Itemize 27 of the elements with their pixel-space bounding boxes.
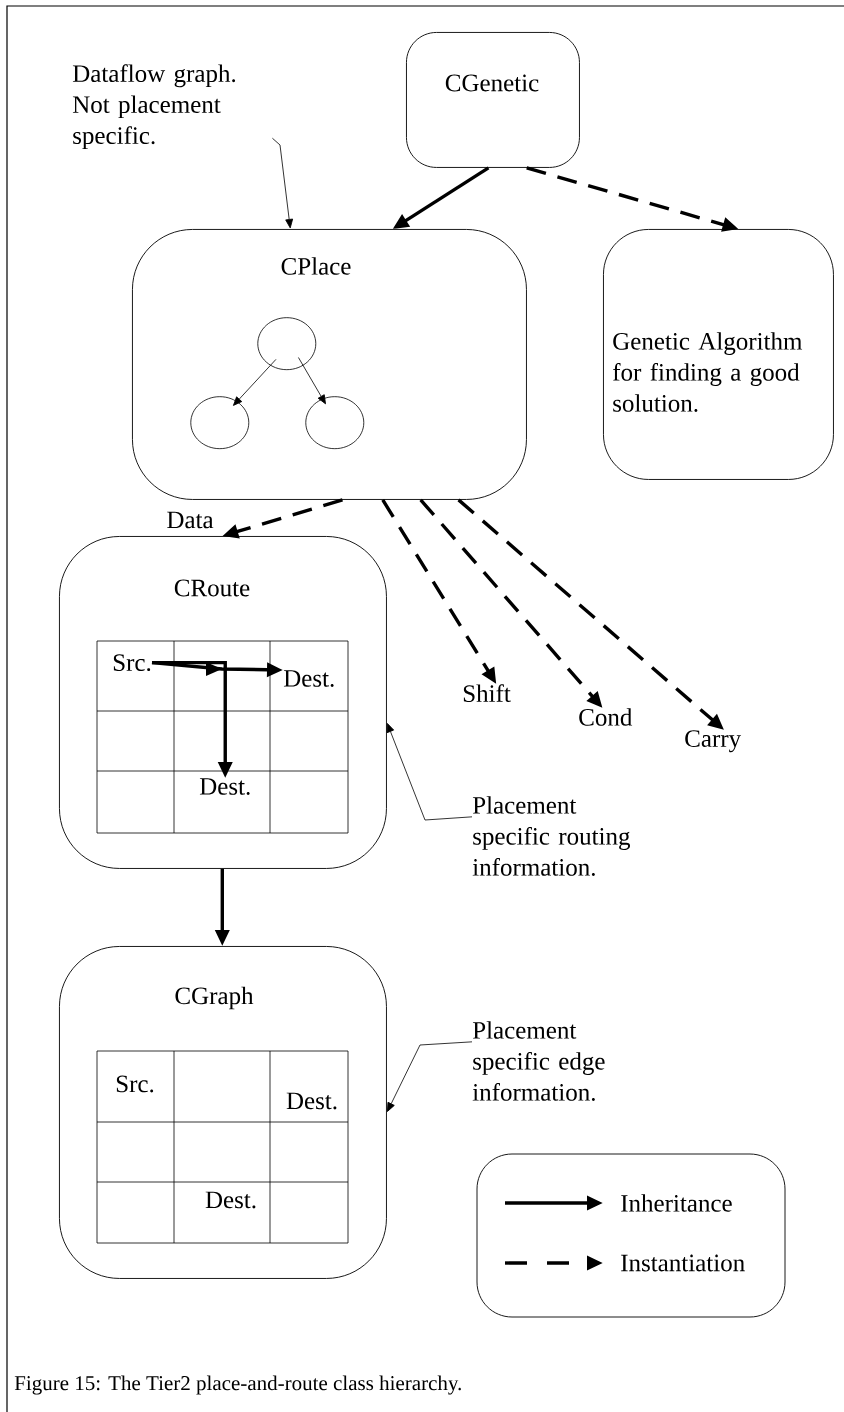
note-text: Dataflow graph. Not placement specific.	[72, 64, 236, 150]
caption: Figure 15: The Tier2 place-and-route class hierarchy.	[14, 1375, 461, 1395]
class-box: Genetic Algorithm for finding a good solution.	[603, 229, 834, 480]
graph-vertex	[257, 317, 317, 371]
node-label: Carry	[685, 730, 742, 753]
node-label: Shift	[463, 684, 511, 703]
class-box: CPlace	[132, 229, 527, 500]
node-label: Dest.	[283, 670, 334, 687]
legend-text: Instantiation	[621, 1254, 745, 1272]
cell-label: Src.	[116, 1075, 154, 1093]
arrow	[272, 137, 294, 229]
class-box: CGenetic	[406, 32, 580, 168]
arrow	[233, 358, 277, 406]
graph-vertex	[190, 396, 250, 450]
note-text: Placement specific edge information.	[472, 1021, 605, 1101]
node-label: Dest.	[199, 778, 250, 795]
arrow	[386, 723, 473, 821]
cell-label: Dest.	[286, 1092, 337, 1110]
node-label: Cond	[579, 708, 633, 726]
node-label: Src.	[113, 654, 151, 672]
legend-text: Inheritance	[621, 1194, 732, 1212]
graph-vertex	[305, 396, 365, 450]
note-text: Placement specific routing information.	[472, 796, 631, 876]
arrow	[298, 357, 326, 405]
edge-label: Data	[165, 510, 215, 530]
cell-label: Dest.	[205, 1191, 256, 1209]
arrow	[387, 1041, 473, 1112]
